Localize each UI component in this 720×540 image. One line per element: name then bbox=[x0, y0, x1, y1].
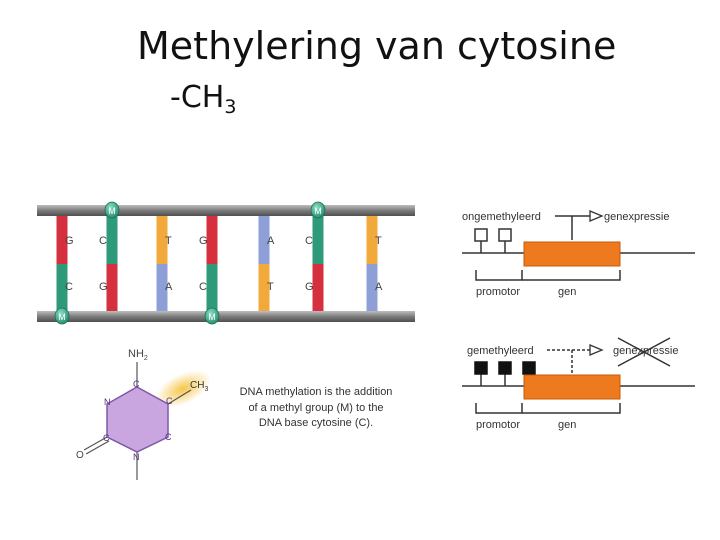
methylated-label: gemethyleerd bbox=[467, 345, 534, 357]
methyl-markers: M M M M bbox=[54, 201, 326, 325]
methylated-cpg-sites bbox=[474, 361, 536, 386]
bottom-backbone bbox=[37, 311, 415, 322]
methyl-marker bbox=[54, 307, 70, 325]
caption-line-3: DNA base cytosine (C). bbox=[259, 417, 373, 429]
cpg-sites bbox=[474, 228, 512, 253]
subtitle-subscript: 3 bbox=[224, 96, 237, 118]
base-G-top bbox=[206, 216, 218, 264]
atom-c6: C bbox=[165, 432, 172, 442]
base-C-bottom bbox=[56, 264, 68, 311]
cytosine-molecule: NH2 CH3 C N C N C C O bbox=[76, 348, 211, 480]
expression-label: genexpressie bbox=[604, 211, 669, 223]
methyl-marker-label: M bbox=[58, 312, 66, 322]
caption-line-1: DNA methylation is the addition bbox=[240, 386, 393, 398]
gene-label: gen bbox=[558, 419, 576, 431]
base-letters: G C C G T A G C A T C G T A bbox=[65, 235, 383, 293]
base-C-top bbox=[312, 216, 324, 264]
expression-arrow-icon bbox=[589, 344, 604, 356]
top-backbone bbox=[37, 205, 415, 216]
methyl-label: CH3 bbox=[190, 380, 208, 393]
base-letter: T bbox=[375, 235, 382, 247]
base-A-bottom bbox=[156, 264, 168, 311]
gene-box bbox=[523, 374, 621, 400]
base-C-bottom bbox=[206, 264, 218, 311]
dna-ladder: G C C G T A G C A T C G T A M M M M bbox=[37, 201, 415, 325]
base-letter: A bbox=[375, 281, 383, 293]
base-letter: G bbox=[199, 235, 208, 247]
slide-title: Methylering van cytosine bbox=[137, 24, 617, 68]
base-letter: C bbox=[305, 235, 313, 247]
subtitle-prefix: -CH bbox=[170, 80, 225, 115]
base-letter: A bbox=[165, 281, 173, 293]
atom-c5: C bbox=[166, 396, 173, 406]
unmethylated-gene-diagram: ongemethyleerd genexpressie promotor gen bbox=[462, 210, 695, 298]
gene-bracket bbox=[522, 403, 621, 414]
cross-out-icon bbox=[617, 337, 671, 367]
unmethylated-label: ongemethyleerd bbox=[462, 211, 541, 223]
base-C-top bbox=[106, 216, 118, 264]
methyl-marker bbox=[104, 201, 120, 219]
promoter-label: promotor bbox=[476, 419, 520, 431]
base-letter: G bbox=[99, 281, 108, 293]
methylated-cpg-square bbox=[498, 361, 512, 375]
methyl-marker-label: M bbox=[208, 312, 216, 322]
base-letter: T bbox=[267, 281, 274, 293]
base-pair-rungs bbox=[56, 216, 378, 311]
methyl-marker bbox=[310, 201, 326, 219]
expression-arrow-icon bbox=[589, 210, 604, 222]
amine-label: NH2 bbox=[128, 348, 148, 362]
base-letter: C bbox=[65, 281, 73, 293]
base-T-bottom bbox=[258, 264, 270, 311]
base-G-bottom bbox=[106, 264, 118, 311]
base-T-top bbox=[156, 216, 168, 264]
base-letter: C bbox=[99, 235, 107, 247]
gene-bracket bbox=[522, 270, 621, 281]
atom-c4: C bbox=[133, 379, 140, 389]
carbonyl-bond-2 bbox=[85, 440, 110, 455]
methyl-marker-label: M bbox=[314, 206, 322, 216]
carbonyl-bond-1 bbox=[83, 436, 108, 451]
methylated-gene-diagram: gemethyleerd genexpressie promotor gen bbox=[462, 337, 695, 431]
methyl-highlight bbox=[155, 370, 211, 408]
base-T-top bbox=[366, 216, 378, 264]
gene-label: gen bbox=[558, 286, 576, 298]
gene-box bbox=[523, 241, 621, 267]
promoter-label: promotor bbox=[476, 286, 520, 298]
base-G-top bbox=[56, 216, 68, 264]
slide-subtitle: -CH3 bbox=[170, 80, 236, 118]
base-A-top bbox=[258, 216, 270, 264]
base-letter: G bbox=[65, 235, 74, 247]
base-letter: T bbox=[165, 235, 172, 247]
base-G-bottom bbox=[312, 264, 324, 311]
unmethylated-cpg-square bbox=[498, 228, 512, 242]
atom-c2: C bbox=[103, 433, 110, 443]
methyl-marker bbox=[204, 307, 220, 325]
methylated-cpg-square bbox=[474, 361, 488, 375]
atom-n3: N bbox=[104, 397, 111, 407]
methyl-marker-label: M bbox=[108, 206, 116, 216]
base-letter: C bbox=[199, 281, 207, 293]
promoter-bracket bbox=[475, 403, 523, 414]
unmethylated-cpg-square bbox=[474, 228, 488, 242]
methyl-bond bbox=[167, 389, 192, 405]
base-letter: A bbox=[267, 235, 275, 247]
methylated-cpg-square bbox=[522, 361, 536, 375]
base-A-bottom bbox=[366, 264, 378, 311]
caption-line-2: of a methyl group (M) to the bbox=[248, 402, 383, 414]
oxygen-label: O bbox=[76, 450, 84, 461]
caption: DNA methylation is the addition of a met… bbox=[240, 386, 393, 429]
promoter-bracket bbox=[475, 270, 523, 281]
atom-n1: N bbox=[133, 452, 140, 462]
base-letter: G bbox=[305, 281, 314, 293]
